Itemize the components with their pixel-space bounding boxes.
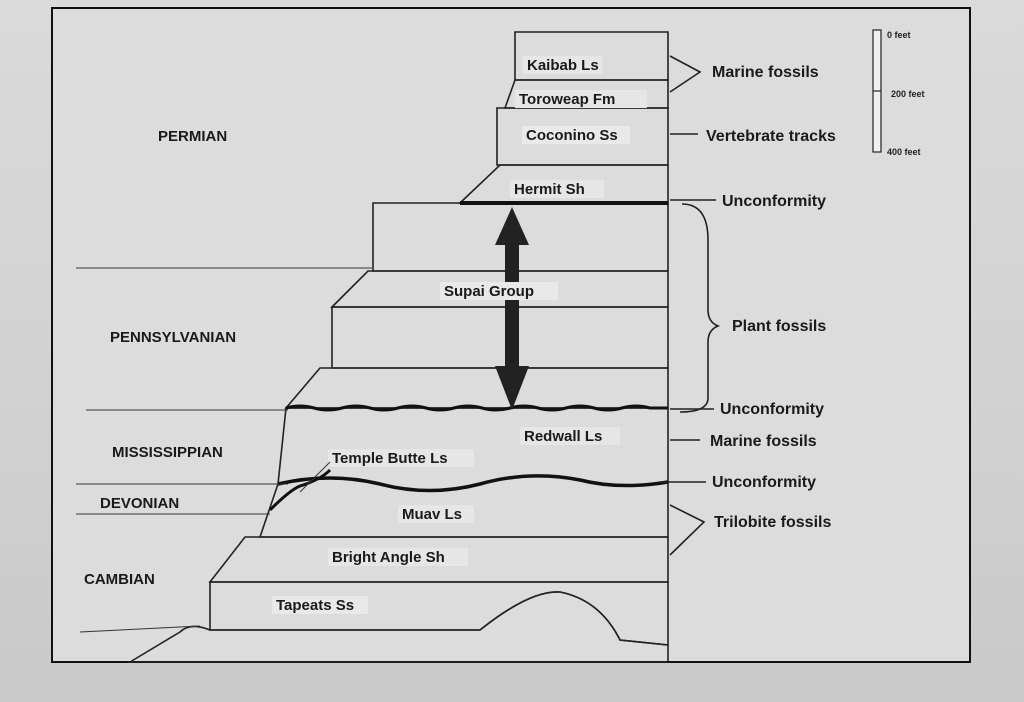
period-pennsylvanian: PENNSYLVANIAN xyxy=(110,329,236,346)
scale-label-400: 400 feet xyxy=(887,147,921,157)
period-cambrian: CAMBIAN xyxy=(84,571,155,588)
note-plant-fossils: Plant fossils xyxy=(732,318,826,335)
unit-kaibab: Kaibab Ls xyxy=(527,57,599,74)
unit-tapeats: Tapeats Ss xyxy=(276,597,354,614)
unit-supai: Supai Group xyxy=(444,283,534,300)
unit-bright-angel: Bright Angle Sh xyxy=(332,549,445,566)
unit-toroweap: Toroweap Fm xyxy=(519,91,615,108)
unit-muav: Muav Ls xyxy=(402,506,462,523)
note-unconformity-3: Unconformity xyxy=(712,474,816,491)
scale-label-0: 0 feet xyxy=(887,30,911,40)
period-permian: PERMIAN xyxy=(158,128,227,145)
note-trilobite-fossils: Trilobite fossils xyxy=(714,514,831,531)
unit-coconino: Coconino Ss xyxy=(526,127,618,144)
scale-label-200: 200 feet xyxy=(891,89,925,99)
unit-redwall: Redwall Ls xyxy=(524,428,602,445)
note-marine-fossils-top: Marine fossils xyxy=(712,64,819,81)
note-unconformity-1: Unconformity xyxy=(722,193,826,210)
note-marine-fossils-redwall: Marine fossils xyxy=(710,433,817,450)
unit-hermit: Hermit Sh xyxy=(514,181,585,198)
unit-temple-butte: Temple Butte Ls xyxy=(332,450,448,467)
period-mississippian: MISSISSIPPIAN xyxy=(112,444,223,461)
note-unconformity-2: Unconformity xyxy=(720,401,824,418)
note-vertebrate-tracks: Vertebrate tracks xyxy=(706,128,836,145)
period-devonian: DEVONIAN xyxy=(100,495,179,512)
